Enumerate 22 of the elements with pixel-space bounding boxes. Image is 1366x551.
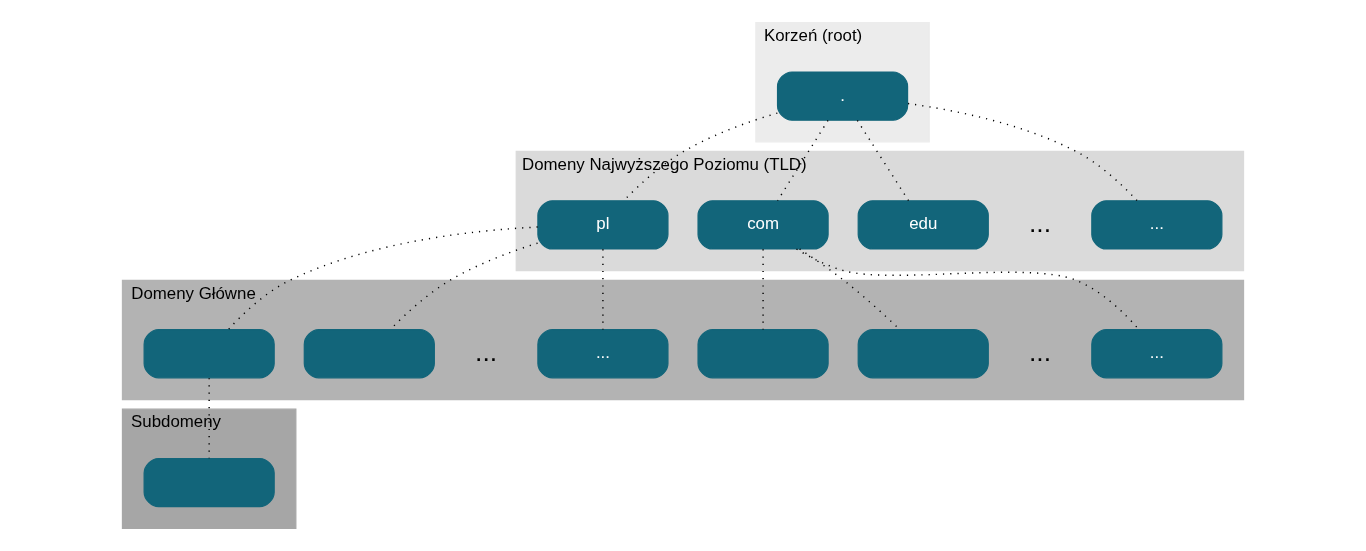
connector: [602, 248, 604, 331]
node-box: com: [697, 200, 829, 250]
node-box: [857, 329, 989, 379]
connector: [762, 248, 764, 331]
connector: [776, 119, 829, 202]
connector: [907, 102, 1138, 202]
connector: [856, 119, 910, 202]
node-box: pl: [537, 200, 669, 250]
label: ...: [1029, 336, 1052, 367]
node-box: ...: [1091, 200, 1223, 250]
node-box: ...: [537, 329, 669, 379]
node-box: ...: [1091, 329, 1223, 379]
node-box: [143, 329, 275, 379]
connector: [227, 226, 539, 331]
node-box: edu: [857, 200, 989, 250]
label: ...: [1029, 207, 1052, 238]
node-box: [303, 329, 435, 379]
node-box: [697, 329, 829, 379]
label: ...: [475, 336, 498, 367]
cluster: Subdomeny: [121, 408, 297, 529]
node-box: [143, 457, 275, 508]
node-box: .: [776, 71, 909, 121]
